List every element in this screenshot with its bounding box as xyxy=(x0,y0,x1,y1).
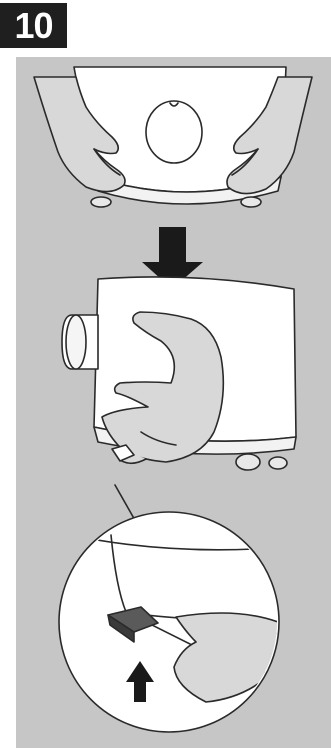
step-number-badge: 10 xyxy=(0,3,67,48)
magnifier-circle-icon xyxy=(56,485,286,748)
instruction-illustration xyxy=(16,57,331,748)
illustration-panel xyxy=(16,57,331,748)
hand-on-device-side-icon xyxy=(62,277,296,470)
hands-holding-device-icon xyxy=(34,67,312,207)
